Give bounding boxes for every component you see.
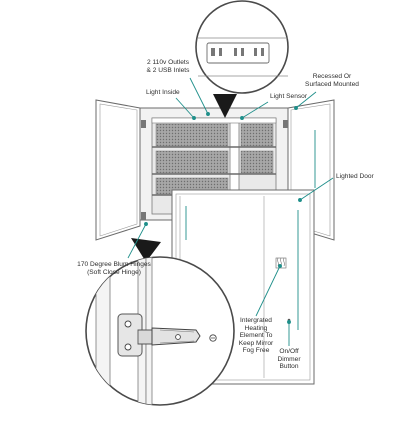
light-sensor-callout: Light Sensor [270, 93, 308, 100]
heating-label-line2: Heating [244, 324, 268, 332]
recessed-label-line2: Surfaced Mounted [305, 80, 359, 88]
recessed-label-line1: Recessed Or [312, 73, 352, 80]
heating-label-line4: Keep Mirror [238, 339, 274, 347]
outlet-icon [206, 42, 270, 64]
recessed-callout: Recessed Or Surfaced Mounted [294, 73, 370, 88]
lighted-door-callout: Lighted Door [336, 173, 374, 180]
hinge-zoom-circle [85, 238, 235, 406]
dimmer-label-line3: Button [279, 363, 299, 371]
outlets-label-line1: 2 110v Outlets [146, 59, 190, 66]
outlets-callout: 2 110v Outlets & 2 USB Inlets [138, 59, 198, 74]
hinges-label-line1: 170 Degree Blum Hinges [77, 261, 151, 268]
hinges-label-line2: (Soft Close Hinge) [87, 268, 141, 276]
dimmer-label-line1: On/Off [279, 348, 299, 355]
left-open-door [95, 99, 146, 241]
heating-label-line1: Intergrated [240, 317, 272, 324]
hinge-icon [117, 313, 217, 357]
heating-callout: Intergrated Heating Element To Keep Mirr… [226, 317, 286, 355]
heating-label-line5: Fog Free [242, 347, 270, 355]
light-inside-callout: Light Inside [146, 89, 180, 96]
shelves [152, 123, 276, 196]
hinges-callout: 170 Degree Blum Hinges (Soft Close Hinge… [64, 261, 164, 276]
leader-lines [127, 77, 334, 346]
outlets-label-line2: & 2 USB Inlets [146, 66, 190, 74]
dimmer-callout: On/Off Dimmer Button [272, 348, 306, 371]
outlet-zoom-circle [195, 0, 289, 118]
dimmer-label-line2: Dimmer [277, 355, 301, 363]
heating-label-line3: Element To [239, 332, 273, 340]
